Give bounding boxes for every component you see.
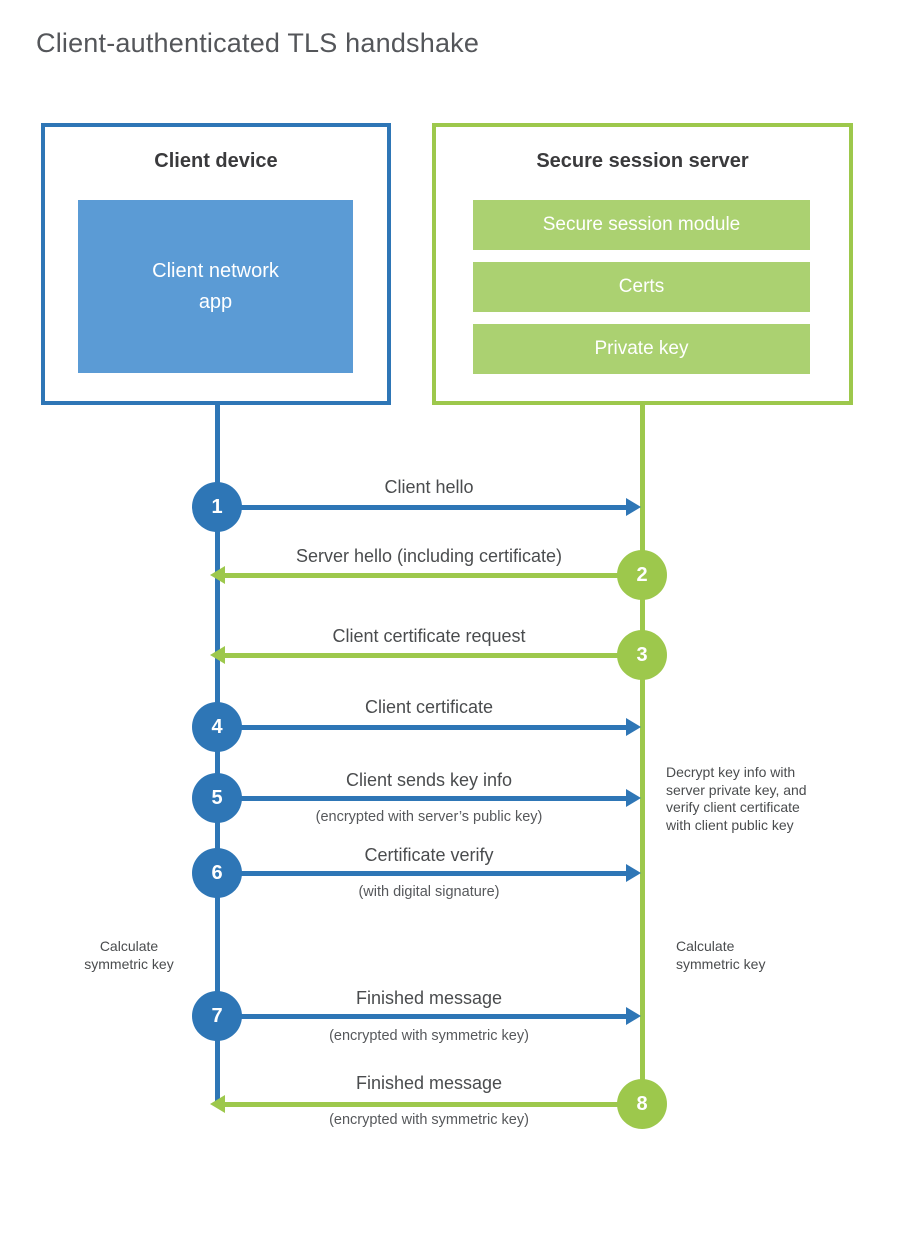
annotation-line: with client public key (666, 816, 794, 833)
arrowhead-right-icon (626, 789, 641, 807)
step-circle-1: 1 (192, 482, 242, 532)
server-module-certs: Certs (473, 262, 810, 312)
message-label-step1: Client hello (384, 477, 474, 497)
message-label-step2: Server hello (including certificate) (295, 546, 563, 566)
annotation-line: Calculate (676, 938, 735, 954)
arrowhead-right-icon (626, 864, 641, 882)
step-circle-7: 7 (192, 991, 242, 1041)
message-sublabel-step6: (with digital signature) (358, 884, 500, 900)
message-label-step6: Certificate verify (364, 845, 494, 865)
arrowhead-left-icon (210, 1095, 225, 1113)
page-title: Client-authenticated TLS handshake (36, 28, 480, 58)
server-module-private-key: Private key (473, 324, 810, 374)
annotation-decrypt-key-info: Decrypt key info with server private key… (666, 764, 836, 834)
annotation-calc-symmetric-key-client: Calculate symmetric key (70, 938, 188, 973)
arrowhead-right-icon (626, 498, 641, 516)
message-sublabel-step5: (encrypted with server’s public key) (315, 809, 543, 825)
step-circle-4: 4 (192, 702, 242, 752)
annotation-line: Decrypt key info with (666, 764, 796, 780)
annotation-line: symmetric key (84, 955, 174, 972)
step-circle-3: 3 (617, 630, 667, 680)
server-heading: Secure session server (536, 150, 749, 172)
message-sublabel-step7: (encrypted with symmetric key) (329, 1028, 529, 1044)
annotation-line: verify client certificate (666, 799, 800, 815)
secure-session-server-box: Secure session server Secure session mod… (432, 123, 853, 405)
message-label-step3: Client certificate request (332, 626, 526, 646)
arrow-line-step4 (217, 725, 627, 730)
arrowhead-right-icon (626, 718, 641, 736)
arrowhead-left-icon (210, 566, 225, 584)
message-label-step8: Finished message (355, 1073, 503, 1093)
message-label-step4: Client certificate (364, 697, 494, 717)
annotation-line: symmetric key (676, 955, 766, 972)
arrow-line-step1 (217, 505, 627, 510)
message-sublabel-step8: (encrypted with symmetric key) (329, 1112, 529, 1128)
step-circle-6: 6 (192, 848, 242, 898)
server-module-secure-session: Secure session module (473, 200, 810, 250)
annotation-calc-symmetric-key-server: Calculate symmetric key (676, 938, 796, 973)
arrow-line-step8 (225, 1102, 642, 1107)
client-lifeline (215, 405, 220, 1107)
client-device-box: Client device Client network app (41, 123, 391, 405)
arrowhead-right-icon (626, 1007, 641, 1025)
step-circle-5: 5 (192, 773, 242, 823)
step-circle-2: 2 (617, 550, 667, 600)
arrow-line-step2 (225, 573, 642, 578)
annotation-line: Calculate (99, 938, 159, 954)
server-modules: Secure session module Certs Private key (473, 200, 810, 386)
arrow-line-step5 (217, 796, 627, 801)
message-label-step7: Finished message (355, 988, 503, 1008)
arrow-line-step7 (217, 1014, 627, 1019)
arrow-line-step6 (217, 871, 627, 876)
arrowhead-left-icon (210, 646, 225, 664)
arrow-line-step3 (225, 653, 642, 658)
client-network-app-box: Client network app (78, 200, 353, 373)
step-circle-8: 8 (617, 1079, 667, 1129)
annotation-line: server private key, and (666, 781, 807, 798)
message-label-step5: Client sends key info (345, 770, 513, 790)
server-lifeline (640, 405, 645, 1105)
client-device-heading: Client device (154, 150, 278, 172)
